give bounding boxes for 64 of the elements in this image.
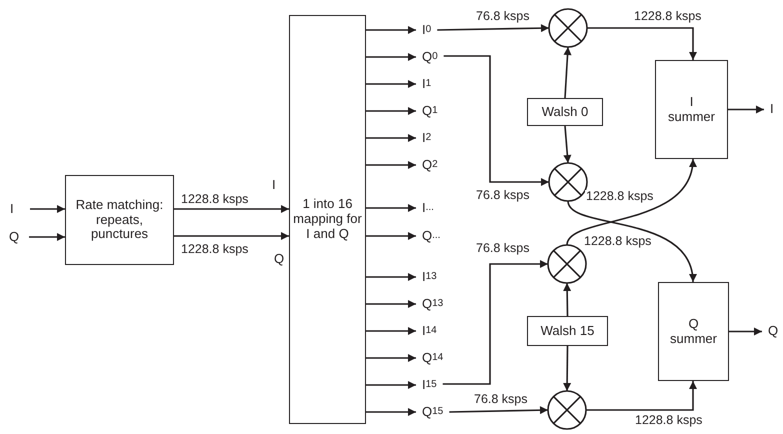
- edge-label: 76.8 ksps: [475, 10, 531, 24]
- arrow: [587, 27, 697, 60]
- arrow: [437, 24, 550, 32]
- arrow: [586, 381, 697, 411]
- signal-label: I: [770, 100, 782, 118]
- signal-label: Q: [9, 228, 23, 246]
- arrow: [30, 205, 65, 213]
- arrow: [366, 80, 416, 88]
- process-box: [658, 282, 729, 381]
- arrow: [366, 26, 416, 34]
- edge-label: 1228.8 ksps: [633, 10, 702, 24]
- arrow: [444, 55, 549, 186]
- edge-label: 1228.8 ksps: [634, 414, 704, 428]
- arrow: [366, 408, 416, 416]
- arrow: [366, 204, 416, 212]
- arrow: [174, 232, 289, 240]
- arrow: [449, 406, 548, 414]
- edge-label: 76.8 ksps: [475, 242, 531, 256]
- arrow: [366, 107, 416, 115]
- signal-label: I: [10, 200, 24, 218]
- multiplier-symbol: [547, 390, 587, 430]
- multiplier-symbol: [548, 8, 588, 48]
- box-text: I summer: [667, 94, 716, 124]
- arrow: [366, 327, 416, 335]
- arrow: [563, 346, 572, 391]
- arrow: [366, 161, 416, 169]
- arrow: [366, 273, 416, 281]
- process-box: [65, 175, 174, 265]
- multiplier-symbol: [548, 162, 588, 202]
- box-text: Q summer: [669, 316, 718, 346]
- arrow: [366, 232, 416, 240]
- signal-label: I: [272, 178, 276, 191]
- arrow: [563, 126, 572, 164]
- arrow: [729, 328, 762, 336]
- arrow: [442, 260, 548, 385]
- arrow: [366, 300, 416, 308]
- arrow: [566, 158, 696, 246]
- arrow: [29, 233, 65, 241]
- arrow: [564, 46, 572, 98]
- arrow: [366, 53, 416, 61]
- box-text: Rate matching: repeats, punctures: [74, 198, 164, 242]
- process-box: [655, 60, 728, 159]
- signal-label: Q: [274, 252, 284, 265]
- signal-label: Q: [768, 322, 782, 340]
- arrow: [366, 354, 416, 362]
- box-text: Walsh 0: [542, 104, 588, 120]
- process-box: [527, 98, 603, 126]
- process-box: [527, 316, 608, 346]
- edge-label: 1228.8 ksps: [180, 243, 250, 257]
- arrow: [567, 200, 696, 282]
- edge-label: 76.8 ksps: [473, 393, 529, 407]
- arrow: [563, 282, 572, 316]
- edge-label: 1228.8 ksps: [585, 190, 654, 204]
- arrow: [366, 381, 416, 389]
- arrow: [174, 205, 289, 213]
- edge-label: 1228.8 ksps: [180, 193, 250, 207]
- process-box: [289, 15, 366, 424]
- box-text: Walsh 15: [540, 324, 594, 338]
- multiplier-symbol: [547, 244, 587, 284]
- box-text: 1 into 16 mapping for I and Q: [292, 197, 362, 242]
- arrow: [728, 106, 764, 114]
- edge-label: 76.8 ksps: [475, 189, 531, 203]
- edge-label: 1228.8 ksps: [583, 235, 652, 249]
- arrow: [366, 134, 416, 142]
